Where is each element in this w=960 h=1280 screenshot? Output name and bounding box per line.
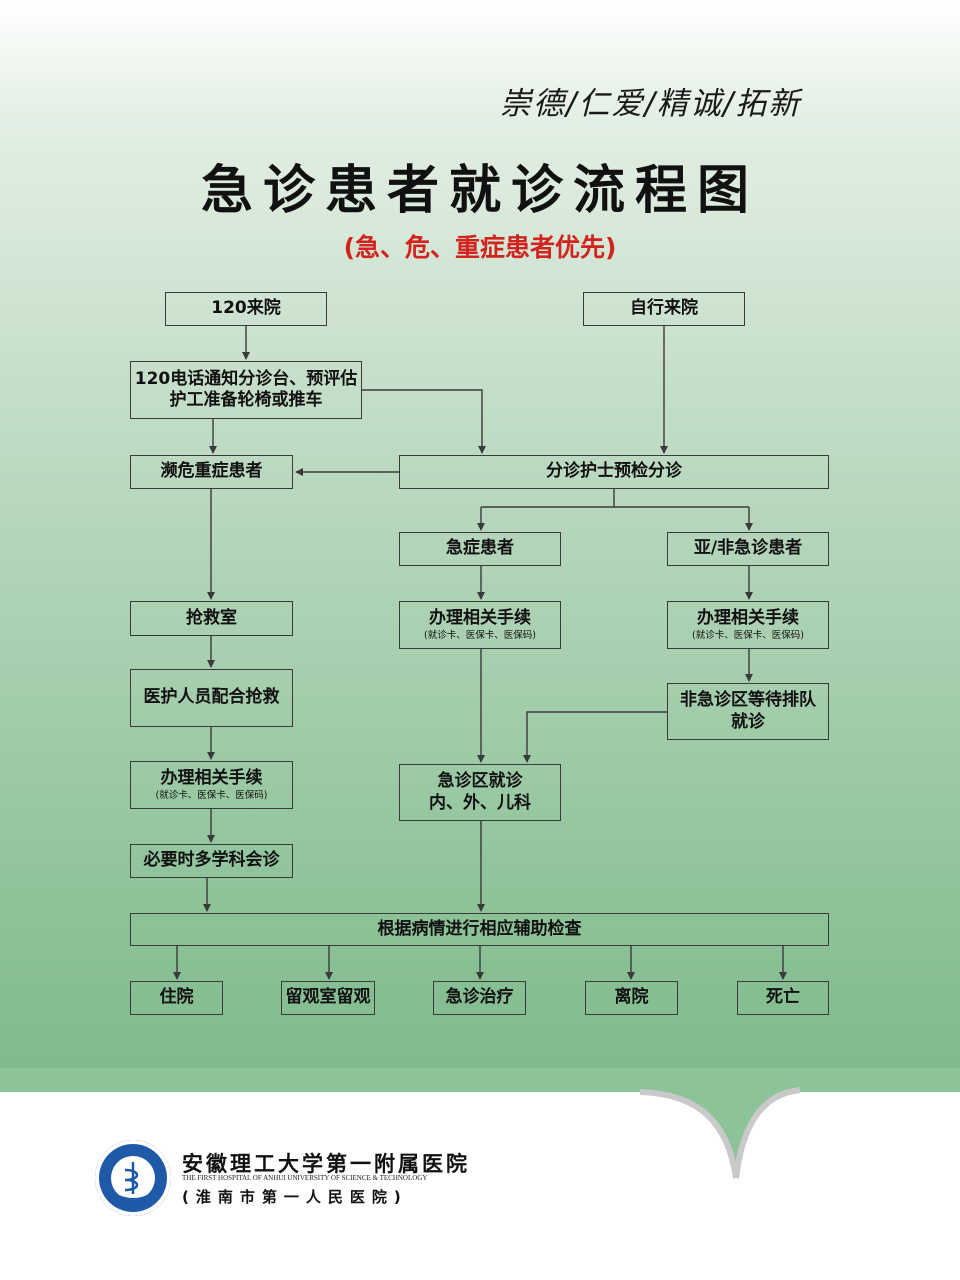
flowchart-connectors [173, 326, 787, 980]
node-critical-procedures: 办理相关手续 (就诊卡、医保卡、医保码) [130, 761, 293, 809]
node-rescue-room: 抢救室 [130, 601, 293, 636]
hospital-english-name: THE FIRST HOSPITAL OF ANHUI UNIVERSITY O… [182, 1174, 428, 1182]
node-outcome-leave-label: 离院 [614, 987, 649, 1008]
node-triage-label: 分诊护士预检分诊 [546, 461, 682, 482]
node-critical: 濒危重症患者 [130, 455, 293, 489]
node-outcome-treat: 急诊治疗 [433, 981, 526, 1015]
connector-phone-to-triage [362, 389, 486, 454]
node-critical-procedures-label: 办理相关手续 [160, 767, 263, 788]
node-waiting-line1: 非急诊区等待排队 [680, 690, 816, 711]
hospital-alt-name: (淮南市第一人民医院) [182, 1188, 408, 1206]
node-er-visit-line2: 内、外、儿科 [429, 792, 531, 813]
page-curl-decoration [0, 1068, 960, 1179]
node-arrive-self: 自行来院 [583, 292, 745, 326]
node-urgent-procedures-label: 办理相关手续 [429, 607, 531, 628]
node-urgent-label: 急症患者 [446, 538, 514, 559]
node-er-visit-line1: 急诊区就诊 [437, 771, 523, 792]
node-urgent-procedures-note: (就诊卡、医保卡、医保码) [424, 630, 536, 642]
node-outcome-death-label: 死亡 [766, 987, 800, 1008]
node-waiting: 非急诊区等待排队 就诊 [667, 683, 829, 740]
node-outcome-observe-label: 留观室留观 [285, 987, 371, 1008]
node-non-urgent-label: 亚/非急诊患者 [693, 538, 803, 559]
node-mdt-label: 必要时多学科会诊 [143, 850, 280, 871]
node-outcome-leave: 离院 [585, 981, 678, 1015]
page-subtitle: (急、危、重症患者优先) [343, 233, 617, 262]
node-nonurgent-procedures-label: 办理相关手续 [697, 607, 799, 628]
node-critical-label: 濒危重症患者 [160, 461, 263, 482]
node-nonurgent-procedures-note: (就诊卡、医保卡、医保码) [692, 630, 804, 642]
node-exams-label: 根据病情进行相应辅助检查 [377, 918, 582, 939]
node-waiting-line2: 就诊 [731, 711, 765, 732]
node-exams: 根据病情进行相应辅助检查 [130, 913, 829, 946]
page-title: 急诊患者就诊流程图 [200, 161, 759, 221]
hospital-motto: 崇德/仁爱/精诚/拓新 [500, 86, 802, 122]
node-triage: 分诊护士预检分诊 [399, 455, 829, 489]
node-rescue-room-label: 抢救室 [186, 607, 237, 628]
connector-waiting-to-er [523, 711, 667, 763]
node-staff-rescue: 医护人员配合抢救 [130, 669, 293, 727]
hospital-name: 安徽理工大学第一附属医院 [182, 1151, 470, 1176]
node-outcome-treat-label: 急诊治疗 [445, 987, 514, 1008]
node-urgent: 急症患者 [399, 532, 561, 566]
node-mdt: 必要时多学科会诊 [130, 844, 293, 878]
node-phone-notify-line1: 120电话通知分诊台、预评估 [134, 368, 358, 389]
node-phone-notify: 120电话通知分诊台、预评估 护工准备轮椅或推车 [130, 361, 362, 419]
node-outcome-admit: 住院 [130, 981, 223, 1015]
node-arrive-self-label: 自行来院 [630, 298, 698, 319]
node-urgent-procedures: 办理相关手续 (就诊卡、医保卡、医保码) [399, 601, 561, 649]
node-non-urgent: 亚/非急诊患者 [667, 532, 829, 566]
node-outcome-observe: 留观室留观 [281, 981, 375, 1015]
node-critical-procedures-note: (就诊卡、医保卡、医保码) [155, 790, 268, 802]
node-staff-rescue-label: 医护人员配合抢救 [143, 687, 280, 708]
node-outcome-death: 死亡 [737, 981, 829, 1015]
node-arrive-120: 120来院 [165, 292, 327, 326]
node-nonurgent-procedures: 办理相关手续 (就诊卡、医保卡、医保码) [667, 601, 829, 649]
node-er-visit: 急诊区就诊 内、外、儿科 [399, 764, 561, 821]
hospital-logo-icon [95, 1140, 171, 1216]
node-arrive-120-label: 120来院 [211, 298, 281, 319]
node-outcome-admit-label: 住院 [159, 987, 194, 1008]
node-phone-notify-line2: 护工准备轮椅或推车 [169, 390, 323, 410]
